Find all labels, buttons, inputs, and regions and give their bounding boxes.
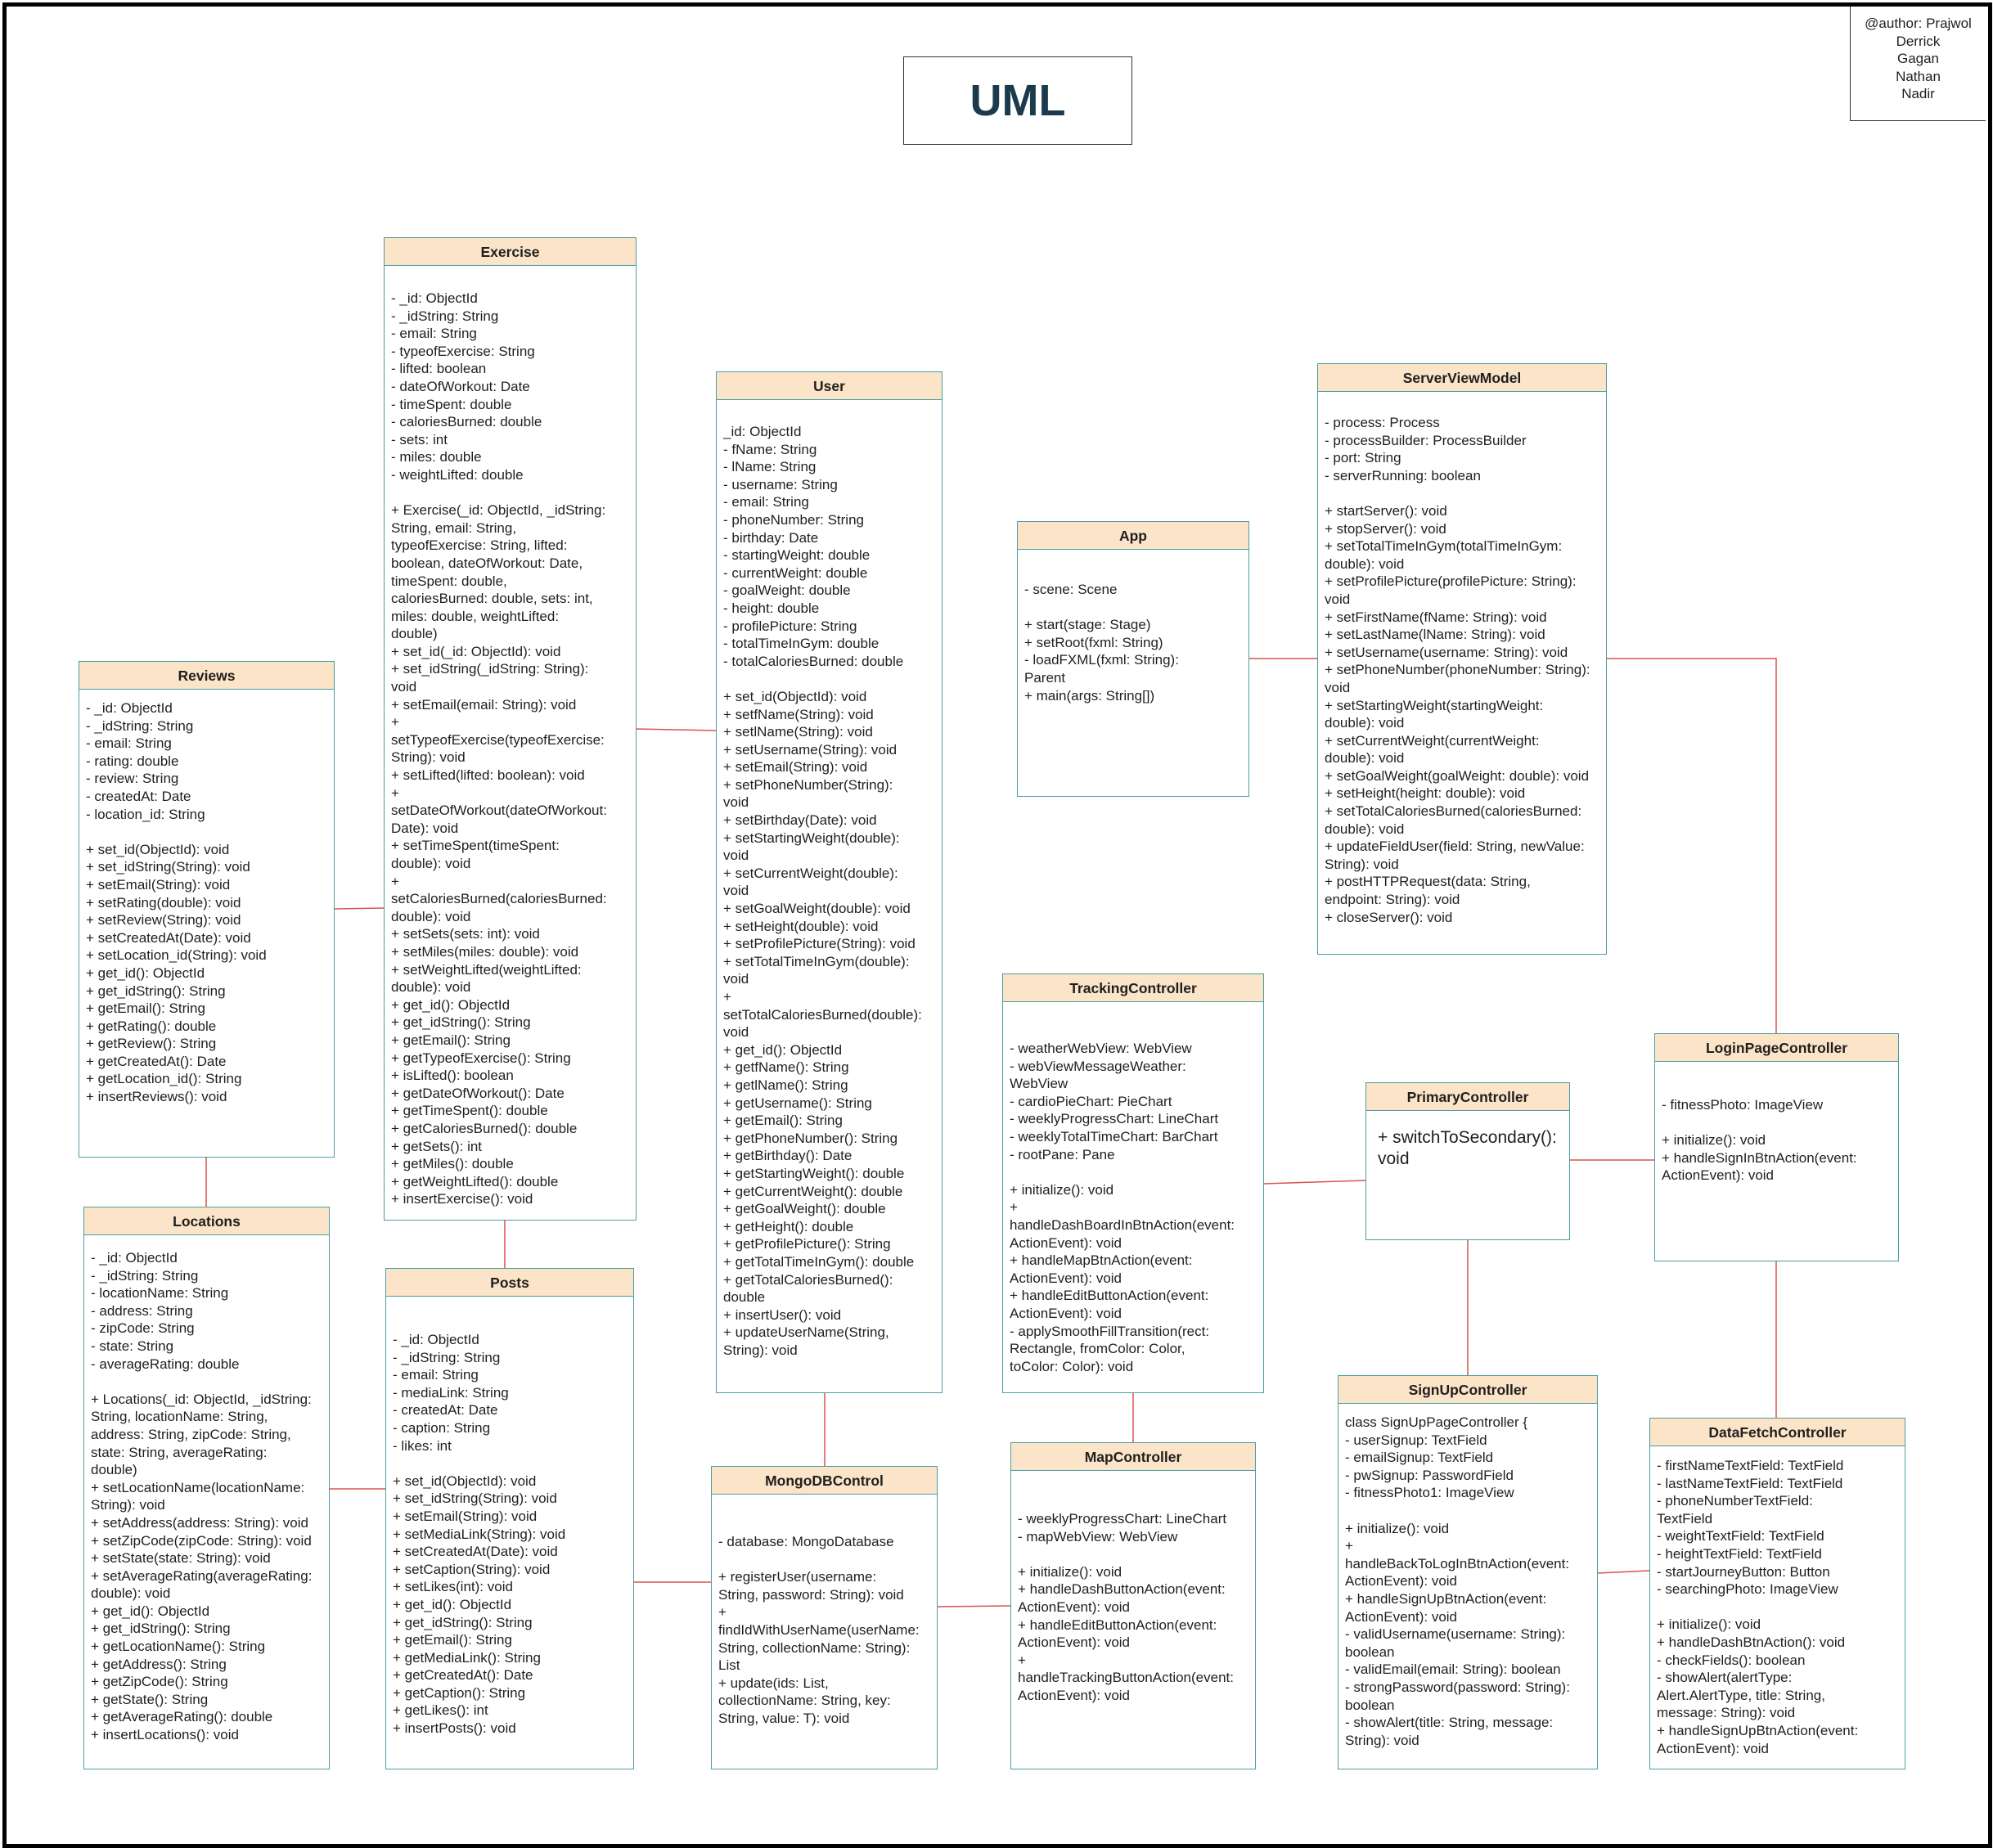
class-name: Exercise [385,238,636,266]
connector-reviews-exercise [334,907,385,910]
class-members: + switchToSecondary(): void [1378,1128,1557,1168]
class-members: - _id: ObjectId - _idString: String - em… [393,1332,566,1737]
class-name: MongoDBControl [712,1467,937,1495]
class-members: - firstNameTextField: TextField - lastNa… [1657,1458,1859,1756]
class-name: Locations [84,1207,329,1235]
class-members: _id: ObjectId - fName: String - lName: S… [723,424,922,1358]
class-members: - weeklyProgressChart: LineChart - mapWe… [1018,1511,1234,1703]
class-reviews: Reviews - _id: ObjectId - _idString: Str… [79,661,335,1158]
class-members: - fitnessPhoto: ImageView + initialize()… [1662,1097,1857,1184]
class-members: - weatherWebView: WebView - webViewMessa… [1010,1041,1235,1374]
class-user: User _id: ObjectId - fName: String - lNa… [716,371,943,1393]
class-mongodb-control: MongoDBControl - database: MongoDatabase… [711,1466,938,1769]
class-members: - _id: ObjectId - _idString: String - em… [391,290,607,1207]
class-members: class SignUpPageController { - userSignu… [1345,1414,1570,1748]
class-locations: Locations - _id: ObjectId - _idString: S… [83,1207,330,1769]
class-name: ServerViewModel [1318,364,1606,392]
class-name: Posts [386,1269,633,1297]
class-members: - scene: Scene + start(stage: Stage) + s… [1024,582,1179,704]
connector-server-login [1607,658,1777,1033]
class-members: - process: Process - processBuilder: Pro… [1325,415,1590,925]
class-members: - _id: ObjectId - _idString: String - lo… [91,1250,313,1743]
class-posts: Posts - _id: ObjectId - _idString: Strin… [385,1268,634,1769]
connector-tracking-primary [1263,1180,1366,1185]
connector-mongodb-map [937,1605,1011,1607]
class-members: - _id: ObjectId - _idString: String - em… [86,700,267,1105]
class-name: SignUpController [1338,1376,1597,1404]
author-line: Derrick [1896,33,1941,49]
class-map-controller: MapController - weeklyProgressChart: Lin… [1010,1442,1256,1769]
class-data-fetch-controller: DataFetchController - firstNameTextField… [1649,1418,1905,1769]
connector-signup-datafetch [1597,1570,1650,1574]
class-name: PrimaryController [1366,1083,1569,1111]
author-line: Gagan [1896,51,1940,66]
author-line: Nadir [1901,86,1935,101]
class-name: Reviews [79,662,334,690]
class-tracking-controller: TrackingController - weatherWebView: Web… [1002,973,1264,1393]
class-name: TrackingController [1003,974,1263,1002]
class-members: - database: MongoDatabase + registerUser… [718,1534,920,1726]
class-primary-controller: PrimaryController + switchToSecondary():… [1365,1082,1570,1240]
class-app: App - scene: Scene + start(stage: Stage)… [1017,521,1249,797]
diagram-title: UML [903,56,1132,145]
class-name: DataFetchController [1650,1419,1905,1446]
class-name: MapController [1011,1443,1255,1471]
class-name: User [717,372,942,400]
author-note: @author: Prajwol Derrick Gagan Nathan Na… [1850,7,1986,121]
author-line: Nathan [1896,68,1941,84]
class-signup-controller: SignUpController class SignUpPageControl… [1338,1375,1598,1769]
class-name: App [1018,522,1248,550]
author-line: @author: Prajwol [1865,16,1972,31]
class-server-view-model: ServerViewModel - process: Process - pro… [1317,363,1607,955]
connector-exercise-user [634,728,717,731]
class-login-page-controller: LoginPageController - fitnessPhoto: Imag… [1654,1033,1899,1261]
class-exercise: Exercise - _id: ObjectId - _idString: St… [384,237,637,1221]
class-name: LoginPageController [1655,1034,1898,1062]
